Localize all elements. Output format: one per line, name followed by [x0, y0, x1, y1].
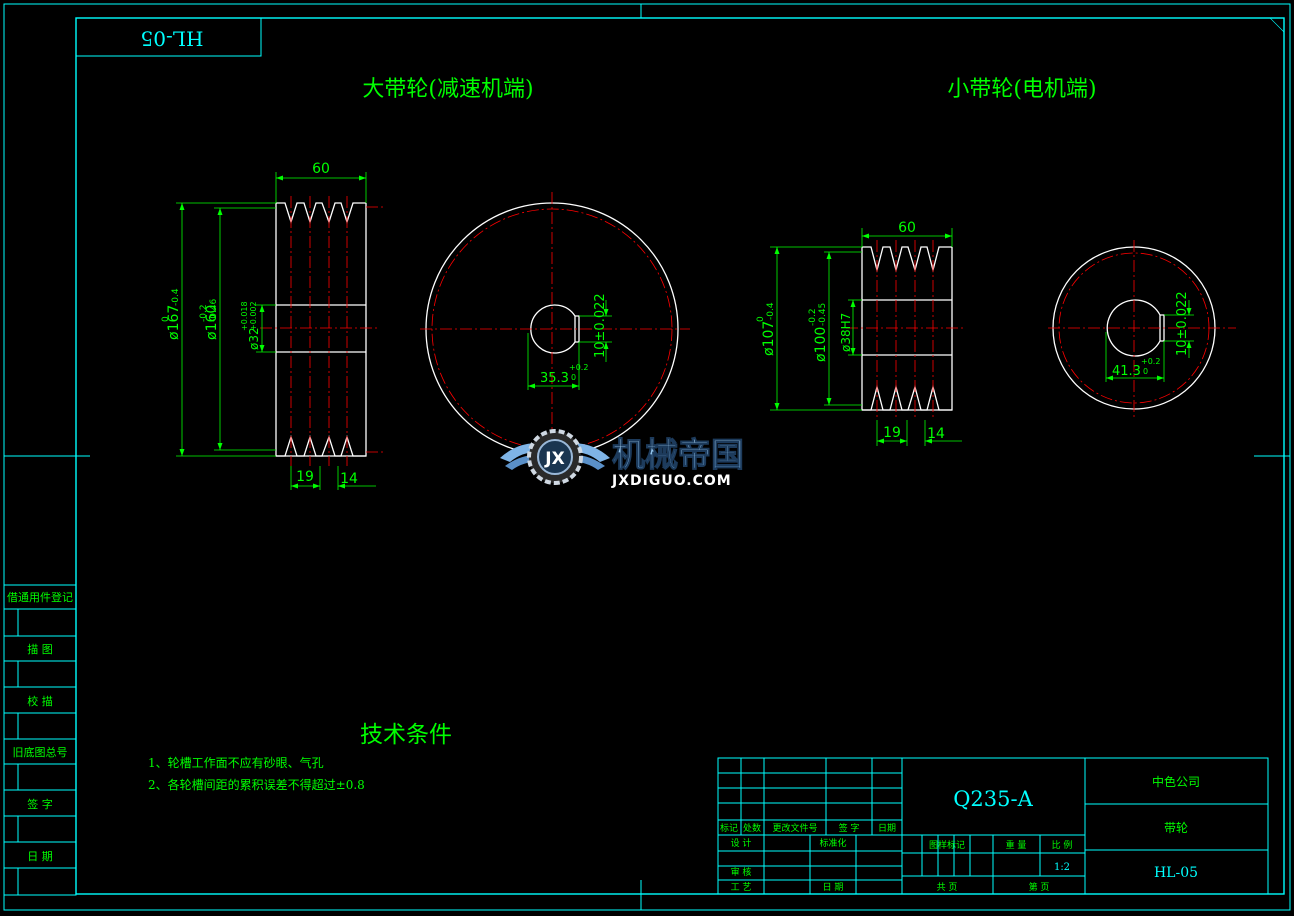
small-pd-dim: ø100 [813, 327, 829, 362]
tb-label-sheet-total: 共 页 [937, 882, 958, 893]
tb-label-date: 日期 [878, 823, 896, 834]
tb-label-scale: 比 例 [1052, 839, 1073, 851]
large-pd-tol-lower: -0.46 [209, 298, 219, 322]
side-block-label: 日 期 [27, 850, 53, 863]
small-pulley-title: 小带轮(电机端) [947, 77, 1096, 102]
tb-label-process: 工 艺 [731, 882, 752, 893]
tech-requirements: 技术条件 1、轮槽工作面不应有砂眼、气孔 2、各轮槽间距的累积误差不得超过±0.… [148, 722, 452, 792]
tb-material: Q235-A [953, 787, 1033, 811]
tb-label-count: 处数 [743, 822, 761, 834]
large-bore-dim: ø32 [247, 327, 261, 350]
tb-label-design: 设 计 [731, 837, 752, 849]
large-od-tol-upper: 0 [161, 316, 171, 322]
large-bore-tol-lower: +0.002 [249, 301, 258, 331]
large-od-tol-lower: -0.4 [171, 288, 181, 306]
code-stamp: HL-05 [75, 17, 262, 57]
tb-label-mark: 标记 [720, 822, 738, 834]
large-pulley-title: 大带轮(减速机端) [362, 77, 533, 102]
drawing-frame [3, 3, 1291, 911]
watermark-logo: JX 机械帝国 JXDIGUO.COM [500, 429, 745, 489]
tb-label-audit: 审 核 [731, 866, 752, 878]
large-keyway-width-dim: 10±0.022 [593, 293, 608, 358]
small-keyway-tol-lower: 0 [1143, 367, 1148, 376]
large-keyway-height-dim: 35.3 [540, 371, 569, 386]
tb-part-name: 带轮 [1164, 821, 1188, 835]
tb-label-change-doc: 更改文件号 [772, 822, 817, 834]
large-keyway-tol-upper: +0.2 [569, 363, 588, 372]
small-keyway-width-dim: 10±0.022 [1175, 291, 1190, 356]
small-groove-pitch-dim: 19 [883, 425, 901, 441]
title-block: 标记 处数 更改文件号 签 字 日期 设 计 标准化 审 核 工 艺 日 期 图… [717, 757, 1269, 895]
tb-label-signature: 签 字 [839, 822, 860, 834]
small-pulley-front: 10±0.022 41.3 +0.2 0 [1048, 240, 1236, 418]
tb-company: 中色公司 [1152, 774, 1200, 789]
tb-label-stage-mark: 图样标记 [929, 839, 965, 851]
large-pd-tol-upper: -0.2 [199, 304, 209, 322]
tb-label-weight: 重 量 [1006, 839, 1027, 851]
small-keyway-height-dim: 41.3 [1112, 364, 1141, 379]
large-pulley-front: 10±0.022 35.3 +0.2 0 [420, 192, 690, 466]
watermark-text-cn: 机械帝国 [612, 435, 744, 474]
watermark-emblem: JX [544, 449, 564, 469]
small-od-tol-upper: 0 [756, 316, 766, 322]
large-groove-edge-dim: 14 [340, 471, 358, 487]
small-od-tol-lower: -0.4 [766, 302, 776, 320]
small-pd-tol-upper: -0.2 [808, 308, 818, 326]
tb-drawing-no: HL-05 [1154, 865, 1198, 881]
side-block-label: 签 字 [27, 797, 53, 811]
side-block-label: 描 图 [27, 642, 53, 656]
large-bore-tol-upper: +0.018 [240, 301, 249, 331]
large-pulley-section: 60 ø167 0 -0.4 ø160 -0.2 -0.46 ø32 +0.01… [161, 161, 386, 490]
side-block-label: 借通用件登记 [7, 590, 73, 604]
side-block-label: 旧底图总号 [13, 745, 68, 759]
small-pulley-section: 60 ø107 0 -0.4 ø100 -0.2 -0.45 ø38H7 19 … [756, 220, 964, 446]
tech-requirements-title: 技术条件 [360, 722, 452, 748]
large-pd-dim: ø160 [204, 305, 220, 340]
small-bore-dim: ø38H7 [839, 313, 853, 352]
small-pd-tol-lower: -0.45 [818, 303, 828, 326]
tech-requirement-item: 1、轮槽工作面不应有砂眼、气孔 [148, 755, 324, 770]
small-width-dim: 60 [898, 220, 916, 236]
small-groove-edge-dim: 14 [927, 426, 945, 442]
tb-label-date2: 日 期 [823, 882, 844, 893]
tb-label-sheet-no: 第 页 [1029, 881, 1050, 893]
watermark-text-en: JXDIGUO.COM [611, 473, 732, 489]
large-groove-pitch-dim: 19 [296, 469, 314, 485]
side-block-label: 校 描 [27, 694, 53, 708]
small-od-dim: ø107 [761, 321, 777, 356]
large-keyway-tol-lower: 0 [571, 373, 576, 382]
small-keyway-tol-upper: +0.2 [1141, 357, 1160, 366]
large-width-dim: 60 [312, 161, 330, 177]
tech-requirement-item: 2、各轮槽间距的累积误差不得超过±0.8 [148, 777, 365, 792]
code-stamp-text: HL-05 [141, 27, 204, 51]
tb-label-standardize: 标准化 [819, 837, 846, 849]
tb-scale-value: 1:2 [1054, 862, 1070, 873]
side-block: 借通用件登记 描 图 校 描 旧底图总号 签 字 日 期 [3, 584, 77, 896]
large-od-dim: ø167 [166, 305, 182, 340]
